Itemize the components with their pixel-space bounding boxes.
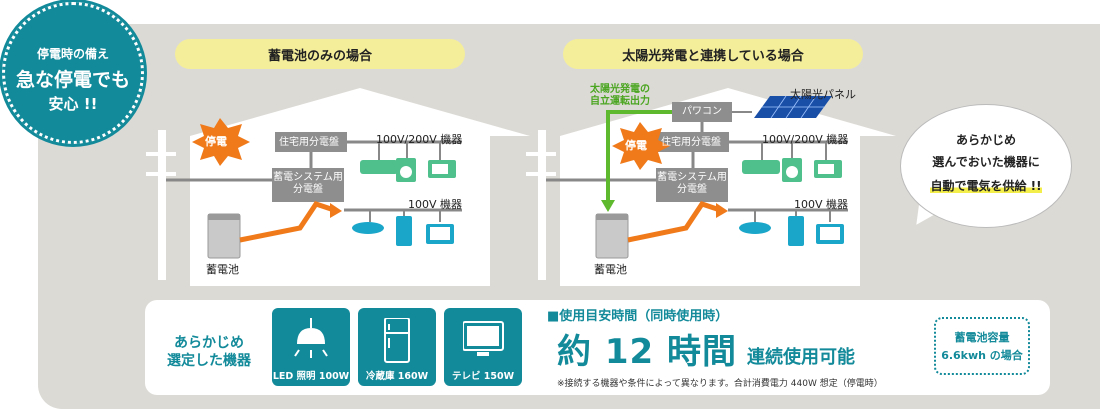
usage-summary-box: あらかじめ 選定した機器 LED 照明 100W 冷蔵庫 160W テレビ 15…: [145, 300, 1050, 395]
badge-line1: 停電時の備え: [36, 47, 109, 61]
led-light-tile: LED 照明 100W: [272, 308, 350, 386]
right-storage-panel-line2: 分電盤: [677, 184, 707, 195]
usage-time-value: 約 12 時間連続使用可能: [557, 332, 855, 372]
speech-line2: 選んでおいた機器に: [932, 155, 1040, 169]
left-100v-label: 100V 機器: [408, 198, 463, 211]
tv-tile: テレビ 150W: [444, 308, 522, 386]
right-outage-label: 停電: [625, 139, 647, 152]
refrigerator-caption: 冷蔵庫 160W: [365, 371, 429, 382]
power-conditioner-label: パワコン: [682, 106, 722, 117]
refrigerator-tile: 冷蔵庫 160W: [358, 308, 436, 386]
right-house-graphic: [526, 88, 896, 286]
solar-panel-label: 太陽光パネル: [790, 88, 856, 101]
left-storage-panel-line2: 分電盤: [293, 184, 323, 195]
led-light-icon: [294, 318, 328, 358]
right-storage-panel-line1: 蓄電システム用: [657, 172, 727, 183]
left-appliances-label: 100V/200V 機器: [376, 133, 463, 146]
right-house-diagram: 太陽光発電の 自立運転出力 パワコン 太陽光パネル 停電 住宅用分電盤 100V…: [526, 84, 896, 286]
led-light-caption: LED 照明 100W: [272, 371, 350, 382]
usage-time-heading: ■使用目安時間（同時使用時）: [547, 309, 729, 324]
right-battery-label: 蓄電池: [594, 263, 627, 276]
left-storage-panel-line1: 蓄電システム用: [273, 172, 343, 183]
tv-caption: テレビ 150W: [451, 371, 515, 382]
left-house-graphic: [146, 88, 530, 286]
left-battery-label: 蓄電池: [206, 263, 239, 276]
battery-capacity-box: 蓄電池容量 6.6kwh の場合: [934, 317, 1030, 375]
right-scene-header: 太陽光発電と連携している場合: [563, 39, 863, 69]
outage-preparedness-badge: 停電時の備え 急な停電でも 安心 !!: [0, 0, 147, 147]
left-outage-label: 停電: [205, 135, 227, 148]
refrigerator-icon: [384, 318, 410, 363]
left-residential-panel-label: 住宅用分電盤: [279, 137, 339, 148]
right-residential-panel-label: 住宅用分電盤: [661, 137, 721, 148]
right-100v-label: 100V 機器: [794, 198, 849, 211]
solar-output-line1: 太陽光発電の: [590, 84, 650, 95]
speech-bubble: あらかじめ 選んでおいた機器に 自動で電気を供給 !!: [900, 104, 1072, 228]
usage-note: ※接続する機器や条件によって異なります。合計消費電力 440W 想定（停電時）: [557, 379, 883, 389]
badge-line3: 安心 !!: [48, 95, 98, 113]
right-appliances-label: 100V/200V 機器: [762, 133, 849, 146]
badge-line2: 急な停電でも: [15, 69, 130, 91]
left-scene-header: 蓄電池のみの場合: [175, 39, 465, 69]
speech-line1: あらかじめ: [955, 133, 1016, 147]
tv-icon: [463, 321, 504, 356]
left-house-diagram: 停電 住宅用分電盤 100V/200V 機器 蓄電システム用 分電盤 100V …: [0, 0, 540, 300]
selected-devices-label: あらかじめ 選定した機器: [167, 335, 251, 369]
solar-output-line2: 自立運転出力: [590, 96, 650, 107]
speech-line3: 自動で電気を供給 !!: [930, 179, 1042, 193]
